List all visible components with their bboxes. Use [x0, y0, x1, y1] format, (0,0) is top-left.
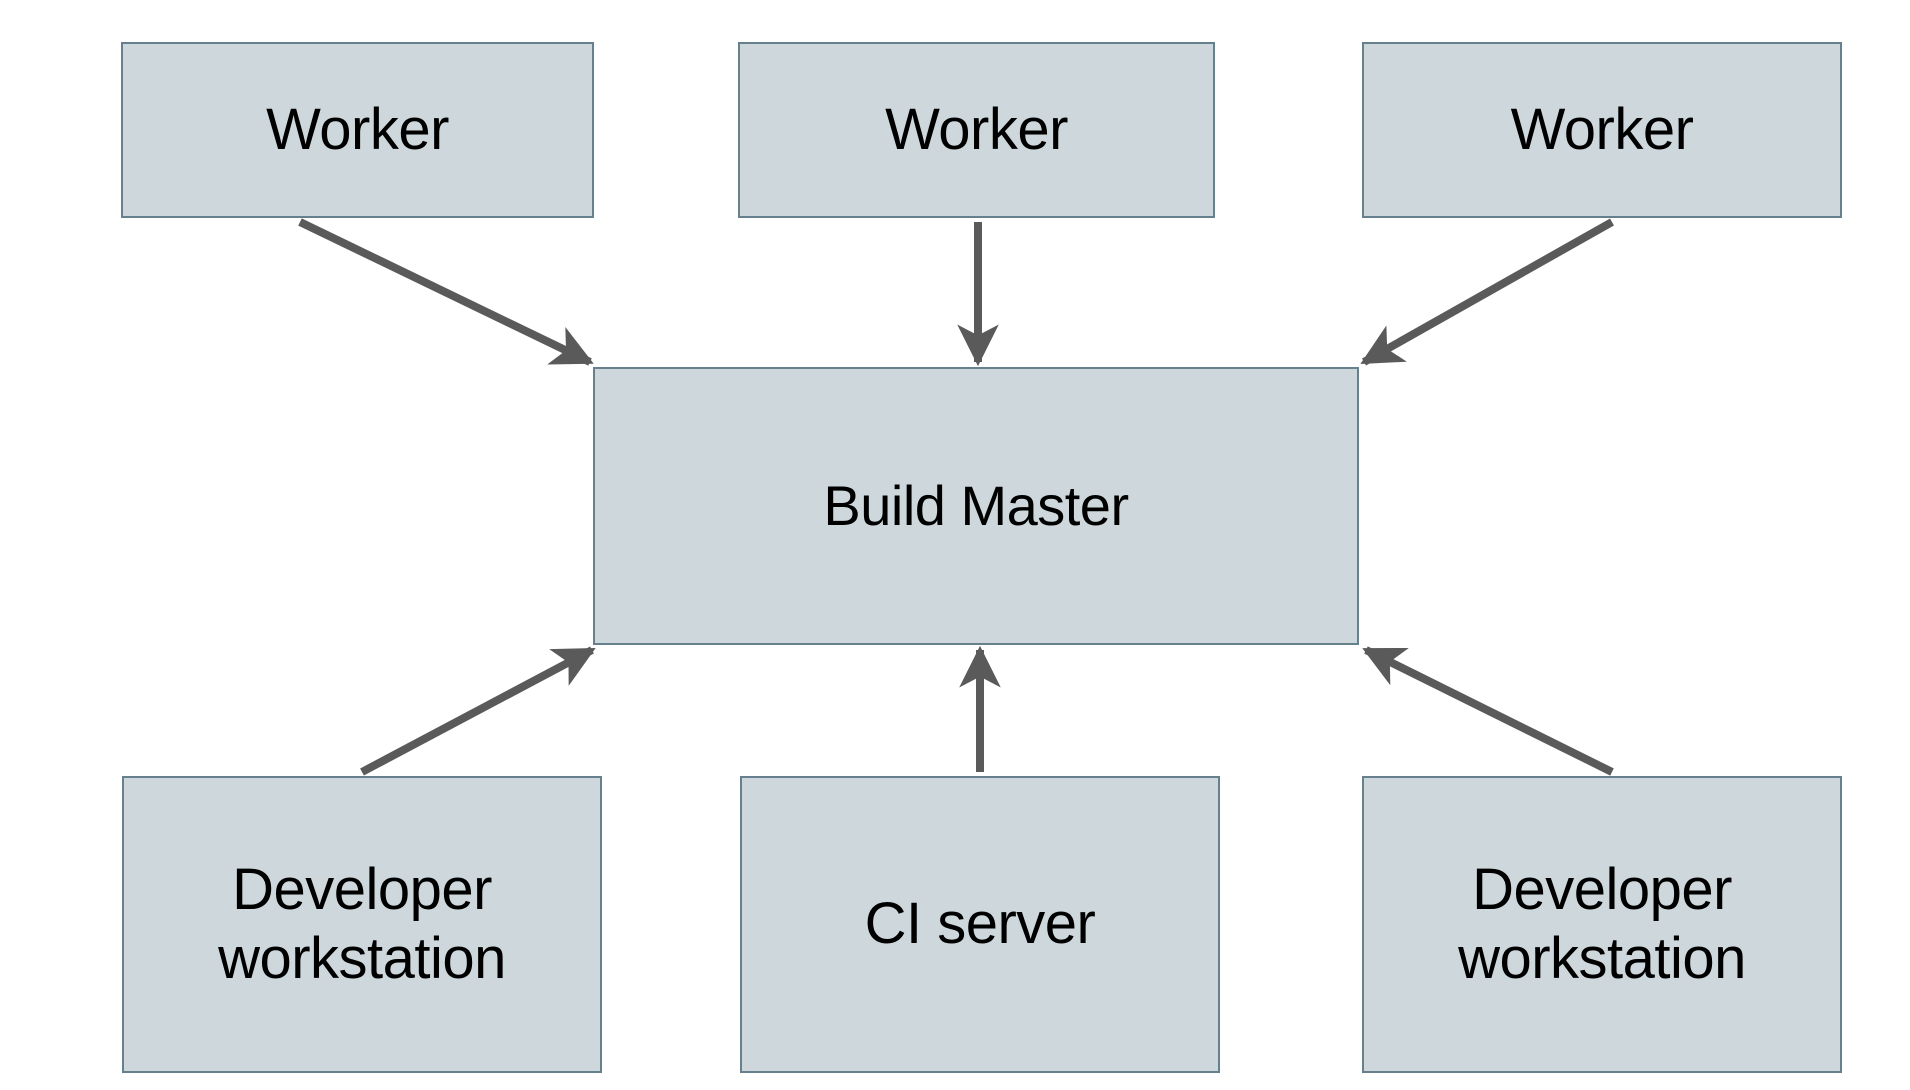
- edge-worker-3-to-build-master: [1360, 218, 1614, 366]
- node-developer-workstation-right[interactable]: Developer workstation: [1362, 776, 1842, 1073]
- node-label-developer-workstation-left: Developer workstation: [218, 857, 506, 991]
- node-label-ci-server: CI server: [864, 891, 1096, 957]
- node-worker-2[interactable]: Worker: [738, 42, 1215, 218]
- node-worker-1[interactable]: Worker: [121, 42, 594, 218]
- edge-developer-workstation-right-to-build-master: [1362, 646, 1614, 776]
- node-ci-server[interactable]: CI server: [740, 776, 1220, 1073]
- node-worker-3[interactable]: Worker: [1362, 42, 1842, 218]
- node-label-developer-workstation-right: Developer workstation: [1458, 857, 1746, 991]
- node-label-worker-3: Worker: [1510, 96, 1694, 162]
- node-developer-workstation-left[interactable]: Developer workstation: [122, 776, 602, 1073]
- node-label-worker-2: Worker: [885, 96, 1068, 162]
- edge-developer-workstation-left-to-build-master: [360, 646, 596, 776]
- node-label-worker-1: Worker: [266, 96, 449, 162]
- node-label-build-master: Build Master: [823, 473, 1129, 537]
- node-build-master[interactable]: Build Master: [593, 367, 1359, 645]
- edge-worker-1-to-build-master: [298, 218, 594, 366]
